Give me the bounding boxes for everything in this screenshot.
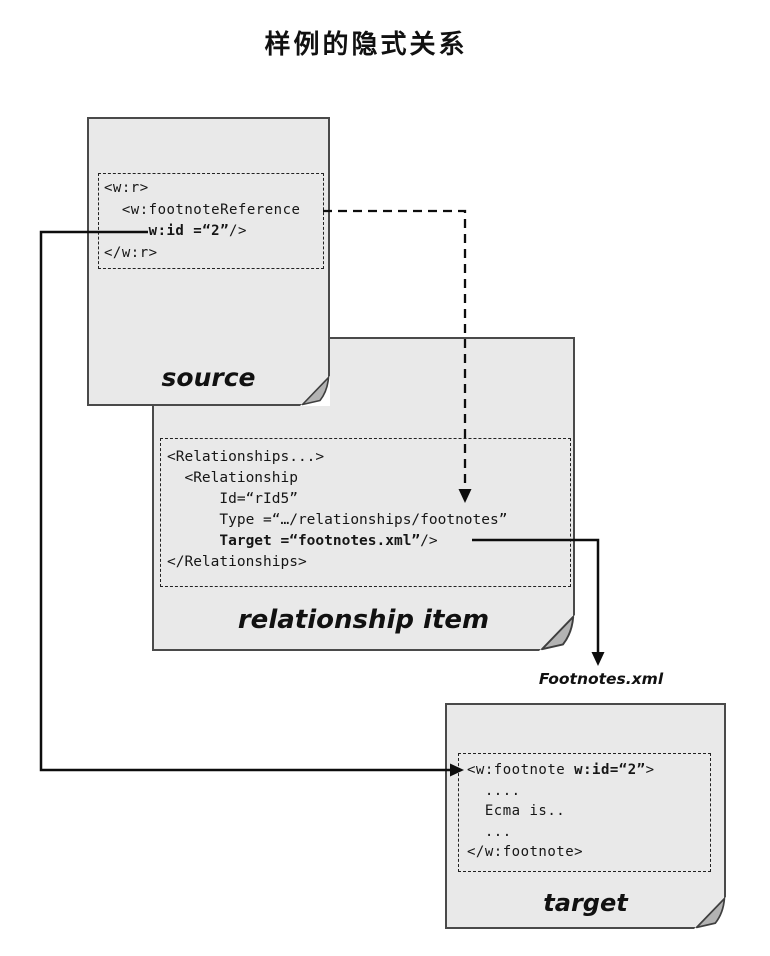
page-fold-icon (539, 615, 575, 651)
code-line: Type =“…/relationships/footnotes” (167, 512, 508, 528)
code-text: /> (420, 533, 438, 549)
code-line: </w:r> (104, 244, 158, 261)
page-fold-icon (300, 376, 330, 406)
box-label: target (543, 889, 628, 917)
code-line: Id=“rId5” (167, 491, 298, 507)
code-text: <w:footnote (467, 762, 575, 778)
page-fold-icon (694, 897, 726, 929)
code-line: <w:r> (104, 180, 149, 196)
code-line: </Relationships> (167, 554, 307, 570)
code-line: Target =“footnotes.xml”/> (167, 531, 507, 552)
code-line: <Relationship (167, 470, 298, 486)
code-line: w:id =“2”/> (104, 221, 300, 243)
target-code: <w:footnote w:id=“2”> .... Ecma is.. ...… (467, 760, 655, 863)
target-box: <w:footnote w:id=“2”> .... Ecma is.. ...… (445, 703, 726, 929)
source-code: <w:r> <w:footnoteReference w:id =“2”/> <… (104, 178, 300, 264)
code-line: <w:footnoteReference (104, 201, 301, 218)
code-line: Ecma is.. (467, 803, 566, 819)
code-text: /> (229, 223, 247, 239)
id-attribute: w:id =“2” (104, 223, 230, 239)
source-box: <w:r> <w:footnoteReference w:id =“2”/> <… (87, 117, 330, 406)
code-text: > (645, 762, 655, 778)
box-label: source (161, 363, 256, 392)
code-line: <w:footnote w:id=“2”> (467, 760, 655, 781)
relationship-code: <Relationships...> <Relationship Id=“rId… (167, 447, 507, 573)
code-line: .... (467, 782, 521, 799)
code-line: ... (467, 823, 512, 840)
code-frame (458, 753, 711, 872)
target-attribute: Target =“footnotes.xml” (167, 533, 421, 549)
footnotes-file-label: Footnotes.xml (538, 670, 664, 688)
code-line: </w:footnote> (467, 844, 584, 860)
page-title: 样例的隐式关系 (264, 30, 468, 60)
box-label: relationship item (237, 605, 490, 635)
id-attribute: w:id=“2” (574, 762, 646, 778)
code-line: <Relationships...> (167, 449, 325, 465)
